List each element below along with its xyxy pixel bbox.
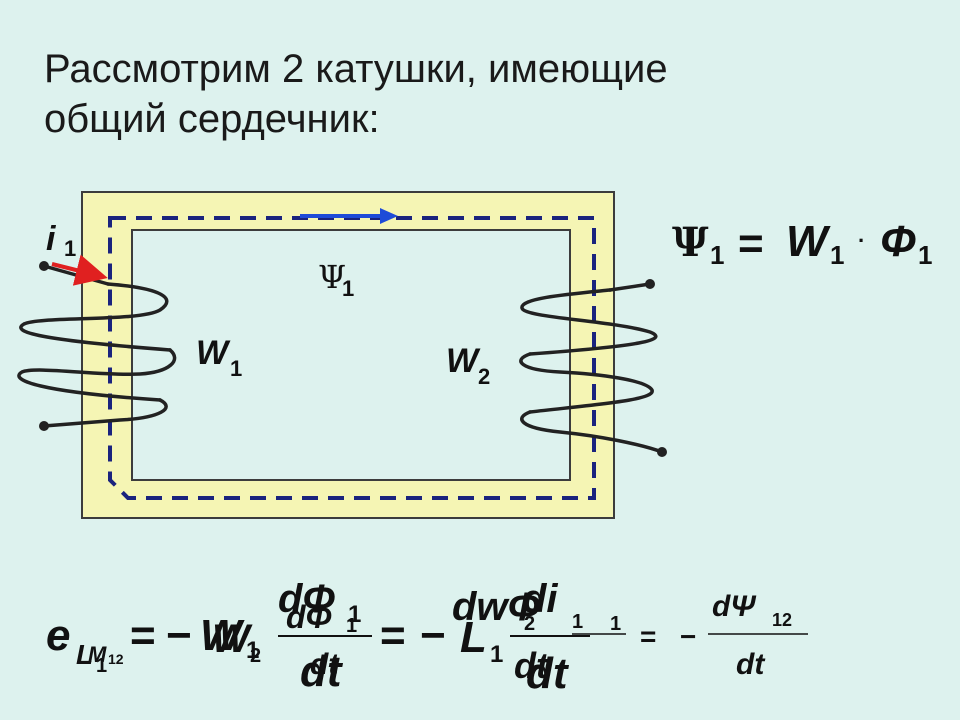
frac2-num-b-sub: 1 bbox=[572, 611, 583, 633]
title-line-1: Рассмотрим 2 катушки, имеющие bbox=[44, 47, 668, 91]
frac1-num-a: dΦ bbox=[278, 577, 335, 621]
w-sub: 1 bbox=[830, 240, 844, 270]
psi-symbol: Ψ bbox=[672, 219, 709, 266]
flux-direction-arrow bbox=[300, 208, 398, 224]
coil2-label: W bbox=[446, 342, 481, 380]
current-arrow bbox=[51, 254, 108, 286]
minus-3: − bbox=[680, 621, 696, 652]
phi-sub: 1 bbox=[918, 240, 932, 270]
frac1-den-b: dt bbox=[310, 648, 340, 681]
frac3-den: dt bbox=[736, 648, 766, 681]
emf-sub-l-index: 1 bbox=[96, 655, 107, 677]
psi-sub: 1 bbox=[710, 240, 724, 270]
w2-overlap-sub: 2 bbox=[250, 645, 261, 667]
minus-1: − bbox=[166, 611, 192, 660]
inductance-symbol: L bbox=[460, 613, 487, 662]
w2-overlap-symbol: W bbox=[212, 617, 253, 661]
minus-2: − bbox=[420, 611, 446, 660]
equals-2: = bbox=[380, 611, 406, 660]
phi-symbol: Φ bbox=[880, 217, 916, 266]
frac3-num-sub: 12 bbox=[772, 610, 792, 630]
w-symbol: W bbox=[786, 217, 831, 266]
frac2-num-a: dwΦ bbox=[452, 585, 541, 629]
frac2-num-b: di bbox=[522, 577, 558, 621]
frac1-num-b: dΦ bbox=[286, 599, 332, 635]
current-label: i bbox=[46, 220, 57, 258]
equals-sign: = bbox=[738, 219, 764, 268]
slide-title: Рассмотрим 2 катушки, имеющие общий серд… bbox=[44, 44, 668, 144]
equals-1: = bbox=[130, 611, 156, 660]
emf-sub-l: L bbox=[76, 639, 93, 670]
inductance-sub: 1 bbox=[490, 641, 503, 668]
coil-w2 bbox=[519, 279, 667, 457]
formula-emf: e L 1 M 12 = − W 1 W 2 dΦ 1 dΦ 1 dt dt =… bbox=[46, 577, 808, 698]
emf-sub-m: M bbox=[88, 642, 107, 667]
coil2-sub: 2 bbox=[478, 364, 490, 389]
emf-sub-m-index: 12 bbox=[108, 651, 124, 667]
w1-symbol: W bbox=[200, 611, 245, 660]
formula-linkage: Ψ 1 = W 1 · Φ 1 bbox=[672, 217, 932, 270]
coil1-label: W bbox=[196, 334, 231, 372]
frac2-num-a-sub-2: 2 bbox=[524, 613, 535, 635]
flux-symbol: Ψ bbox=[318, 258, 346, 296]
frac2-den-a: dt bbox=[514, 645, 550, 686]
frac2-num-a-sub-1: 1 bbox=[610, 613, 621, 635]
frac1-num-b-sub: 1 bbox=[346, 615, 357, 637]
frac3-num: dΨ bbox=[712, 590, 756, 623]
frac1-den-a: dt bbox=[300, 647, 344, 696]
title-line-2: общий сердечник: bbox=[44, 97, 380, 141]
coil1-sub: 1 bbox=[230, 356, 242, 381]
flux-path bbox=[108, 216, 596, 500]
flux-sub: 1 bbox=[342, 276, 354, 301]
w1-sub: 1 bbox=[246, 637, 259, 664]
multiply-dot: · bbox=[858, 228, 865, 253]
frac1-num-a-sub: 1 bbox=[348, 601, 361, 628]
current-sub: 1 bbox=[64, 236, 76, 261]
equals-3: = bbox=[640, 621, 656, 652]
emf-symbol: e bbox=[46, 611, 70, 660]
frac2-den-b: dt bbox=[526, 649, 570, 698]
